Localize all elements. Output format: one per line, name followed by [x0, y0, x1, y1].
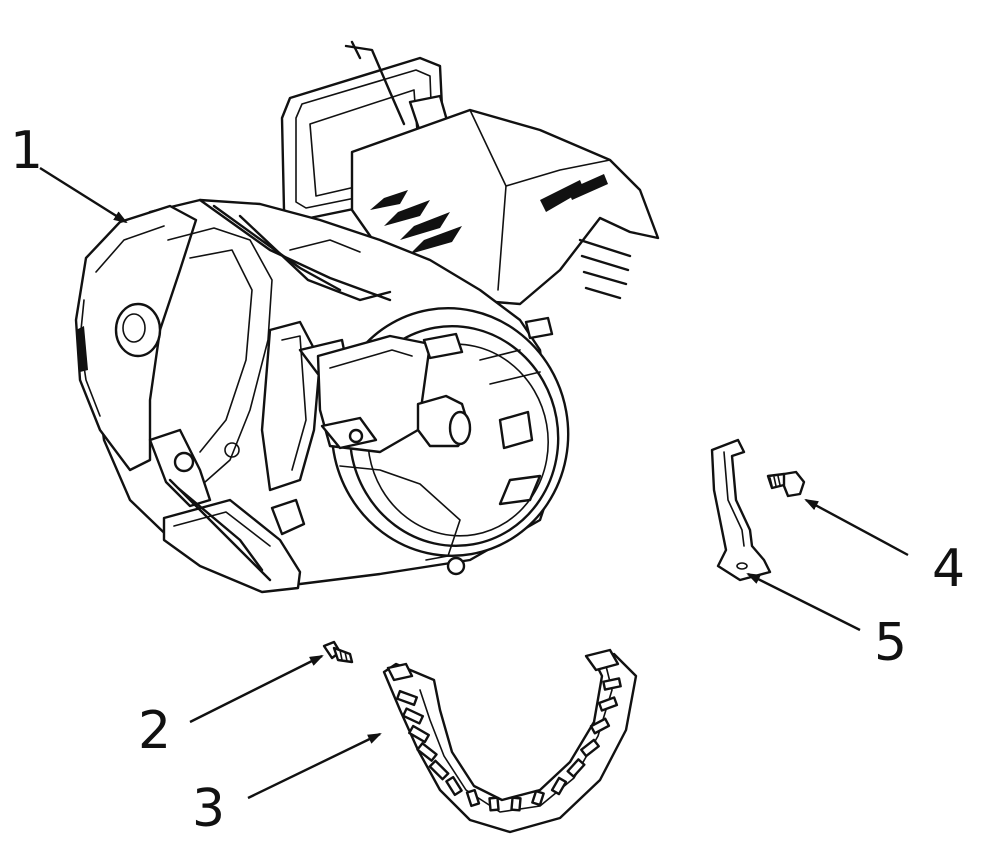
engine-assembly [74, 40, 660, 594]
bolt-part-4 [766, 470, 806, 498]
bolt-part-2 [322, 640, 354, 664]
callout-4: 4 [932, 539, 965, 599]
callout-2: 2 [138, 701, 171, 761]
callout-numbers: 1 2 3 4 5 [10, 121, 965, 839]
leader-line-2 [189, 654, 324, 724]
callout-3: 3 [192, 779, 225, 839]
clamp-band-slots [395, 677, 622, 812]
leader-line-3 [247, 732, 382, 800]
leader-line-5 [746, 572, 861, 632]
leader-lines [39, 166, 909, 800]
clamp-band-part-3 [382, 648, 638, 834]
leader-line-4 [804, 498, 909, 557]
callout-5: 5 [874, 613, 907, 673]
bracket-part-5 [710, 438, 772, 582]
leader-line-1 [39, 166, 128, 224]
callout-1: 1 [10, 121, 43, 181]
